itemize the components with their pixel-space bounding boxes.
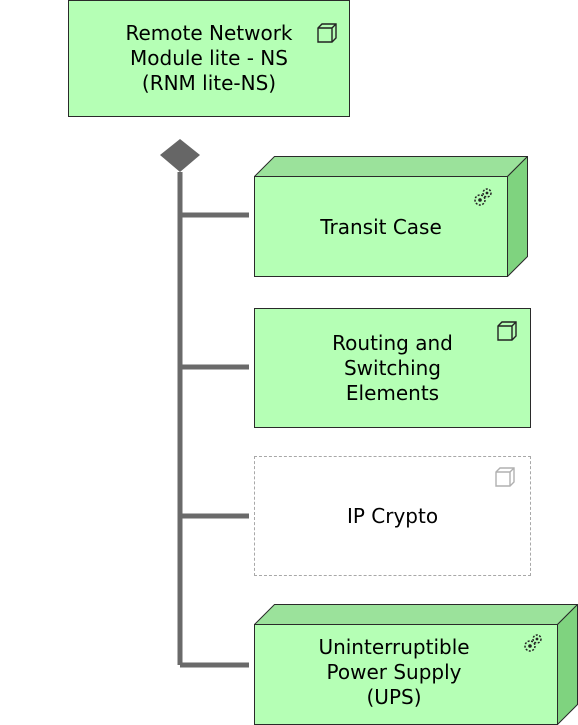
element-label: Routing and Switching Elements bbox=[332, 330, 453, 405]
equipment-icon bbox=[474, 188, 492, 206]
equipment-icon bbox=[524, 634, 542, 652]
root-element-rnm-lite-ns[interactable]: Remote Network Module lite - NS (RNM lit… bbox=[68, 0, 350, 117]
composition-diamond bbox=[160, 139, 200, 172]
element-routing-switching[interactable]: Routing and Switching Elements bbox=[254, 308, 531, 428]
device-icon bbox=[495, 467, 515, 487]
node-label: Transit Case bbox=[320, 214, 442, 239]
root-element-label: Remote Network Module lite - NS (RNM lit… bbox=[125, 21, 293, 95]
node-shape bbox=[254, 156, 528, 277]
element-label: IP Crypto bbox=[346, 503, 439, 528]
device-icon bbox=[317, 23, 337, 43]
node-label: Uninterruptible Power Supply (UPS) bbox=[318, 635, 470, 709]
element-ip-crypto[interactable]: IP Crypto bbox=[254, 456, 531, 576]
node-ups[interactable]: Uninterruptible Power Supply (UPS) bbox=[254, 604, 578, 725]
node-transit-case[interactable]: Transit Case bbox=[254, 156, 528, 277]
device-icon bbox=[497, 321, 517, 341]
